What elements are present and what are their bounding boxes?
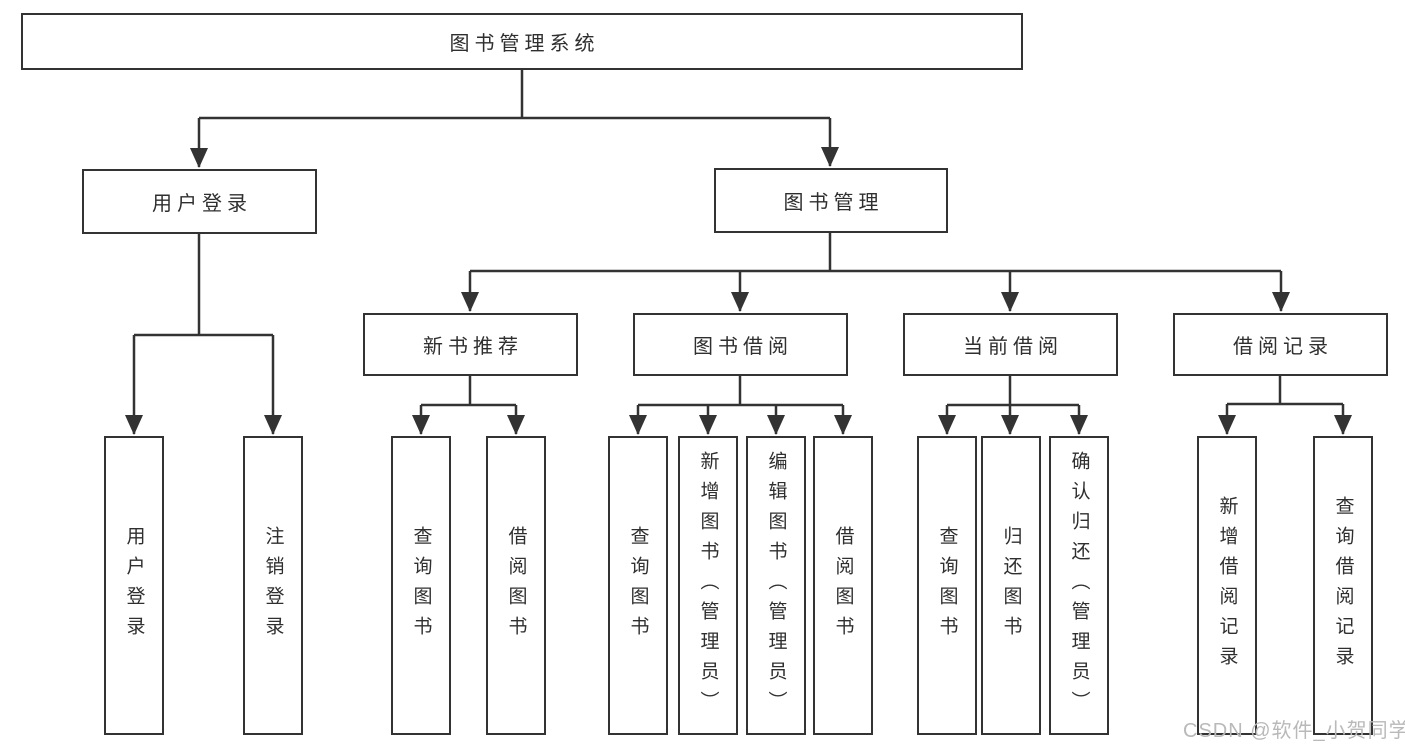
node-new-book-recommend: 新书推荐 xyxy=(363,313,578,376)
node-user-login: 用户登录 xyxy=(82,169,317,234)
leaf-current-return-book: 归还图书 xyxy=(981,436,1041,735)
node-label: 借阅图书 xyxy=(505,525,527,646)
leaf-user-login: 用户登录 xyxy=(104,436,164,735)
connector-user-login xyxy=(125,234,282,435)
node-label: 用户登录 xyxy=(123,525,145,646)
connector-borrow-record xyxy=(1218,375,1352,435)
leaf-record-add-record: 新增借阅记录 xyxy=(1197,436,1257,735)
leaf-borrow-edit-book-admin: 编辑图书（管理员） xyxy=(746,436,806,735)
connector-root xyxy=(190,70,839,168)
leaf-borrow-borrow-book: 借阅图书 xyxy=(813,436,873,735)
node-label: 新增借阅记录 xyxy=(1216,495,1238,676)
node-book-management: 图书管理 xyxy=(714,168,948,233)
node-label: 归还图书 xyxy=(1000,525,1022,646)
node-label: 查询图书 xyxy=(410,525,432,646)
connector-current-borrow xyxy=(938,375,1088,435)
node-borrow-record: 借阅记录 xyxy=(1173,313,1388,376)
leaf-current-confirm-return-admin: 确认归还（管理员） xyxy=(1049,436,1109,735)
leaf-logout: 注销登录 xyxy=(243,436,303,735)
connector-book-management xyxy=(461,233,1290,312)
leaf-newrec-query-book: 查询图书 xyxy=(391,436,451,735)
leaf-current-query-book: 查询图书 xyxy=(917,436,977,735)
node-label: 图书管理系统 xyxy=(449,33,600,55)
leaf-borrow-add-book-admin: 新增图书（管理员） xyxy=(678,436,738,735)
node-label: 新增图书（管理员） xyxy=(697,450,719,721)
node-label: 借阅图书 xyxy=(832,525,854,646)
node-label: 查询借阅记录 xyxy=(1332,495,1354,676)
node-label: 查询图书 xyxy=(627,525,649,646)
connector-book-borrow xyxy=(629,375,852,435)
node-label: 借阅记录 xyxy=(1233,336,1333,358)
csdn-watermark: CSDN @软件_小贺同学 xyxy=(1183,720,1405,742)
node-root-system: 图书管理系统 xyxy=(21,13,1023,70)
node-label: 用户登录 xyxy=(152,193,252,215)
node-current-borrow: 当前借阅 xyxy=(903,313,1118,376)
leaf-record-query-record: 查询借阅记录 xyxy=(1313,436,1373,735)
leaf-borrow-query-book: 查询图书 xyxy=(608,436,668,735)
node-label: 注销登录 xyxy=(262,525,284,646)
node-label: 确认归还（管理员） xyxy=(1068,450,1090,721)
node-label: 当前借阅 xyxy=(963,336,1063,358)
node-label: 图书借阅 xyxy=(693,336,793,358)
node-label: 查询图书 xyxy=(936,525,958,646)
leaf-newrec-borrow-book: 借阅图书 xyxy=(486,436,546,735)
connector-new-book-recommend xyxy=(412,375,525,435)
node-label: 编辑图书（管理员） xyxy=(765,450,787,721)
node-label: 图书管理 xyxy=(783,192,884,214)
node-label: 新书推荐 xyxy=(423,336,523,358)
node-book-borrow: 图书借阅 xyxy=(633,313,848,376)
